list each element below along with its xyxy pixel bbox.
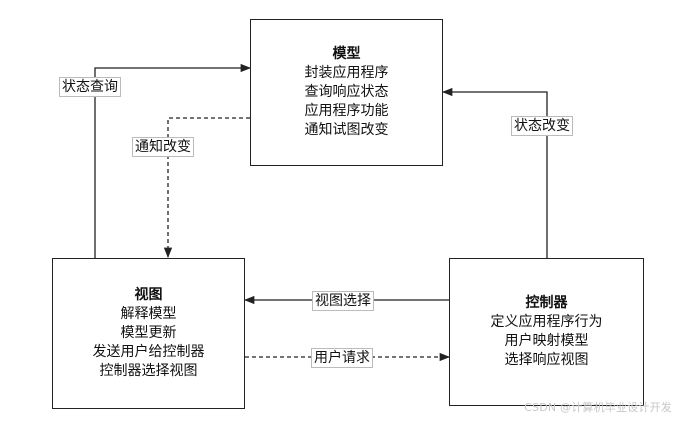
node-controller: 控制器 定义应用程序行为 用户映射模型 选择响应视图	[449, 258, 644, 406]
node-model: 模型 封装应用程序 查询响应状态 应用程序功能 通知试图改变	[250, 19, 443, 166]
watermark-text: CSDN @计算机毕业设计开发	[524, 401, 672, 414]
node-controller-line: 用户映射模型	[504, 333, 589, 349]
edge-label-state-query: 状态查询	[59, 77, 121, 97]
node-model-title: 模型	[332, 46, 361, 62]
node-controller-line: 定义应用程序行为	[490, 314, 603, 330]
edge-label-notify-change: 通知改变	[132, 137, 194, 157]
edge-label-user-request: 用户请求	[311, 348, 373, 368]
node-model-line: 应用程序功能	[304, 103, 389, 119]
node-view-line: 发送用户给控制器	[92, 344, 205, 360]
edge-controller-to-model	[441, 87, 548, 258]
node-view-line: 控制器选择视图	[99, 363, 198, 379]
node-controller-line: 选择响应视图	[504, 352, 589, 368]
edge-label-state-change: 状态改变	[511, 116, 573, 136]
node-model-line: 通知试图改变	[304, 122, 389, 138]
edge-label-view-selection: 视图选择	[312, 291, 374, 311]
node-view-line: 模型更新	[120, 325, 177, 341]
edge-view-to-model	[94, 63, 252, 258]
node-view: 视图 解释模型 模型更新 发送用户给控制器 控制器选择视图	[52, 258, 245, 409]
node-view-line: 解释模型	[120, 306, 177, 322]
node-model-line: 封装应用程序	[304, 65, 389, 81]
node-view-title: 视图	[134, 287, 163, 303]
node-controller-title: 控制器	[525, 295, 568, 311]
node-model-line: 查询响应状态	[304, 84, 389, 100]
